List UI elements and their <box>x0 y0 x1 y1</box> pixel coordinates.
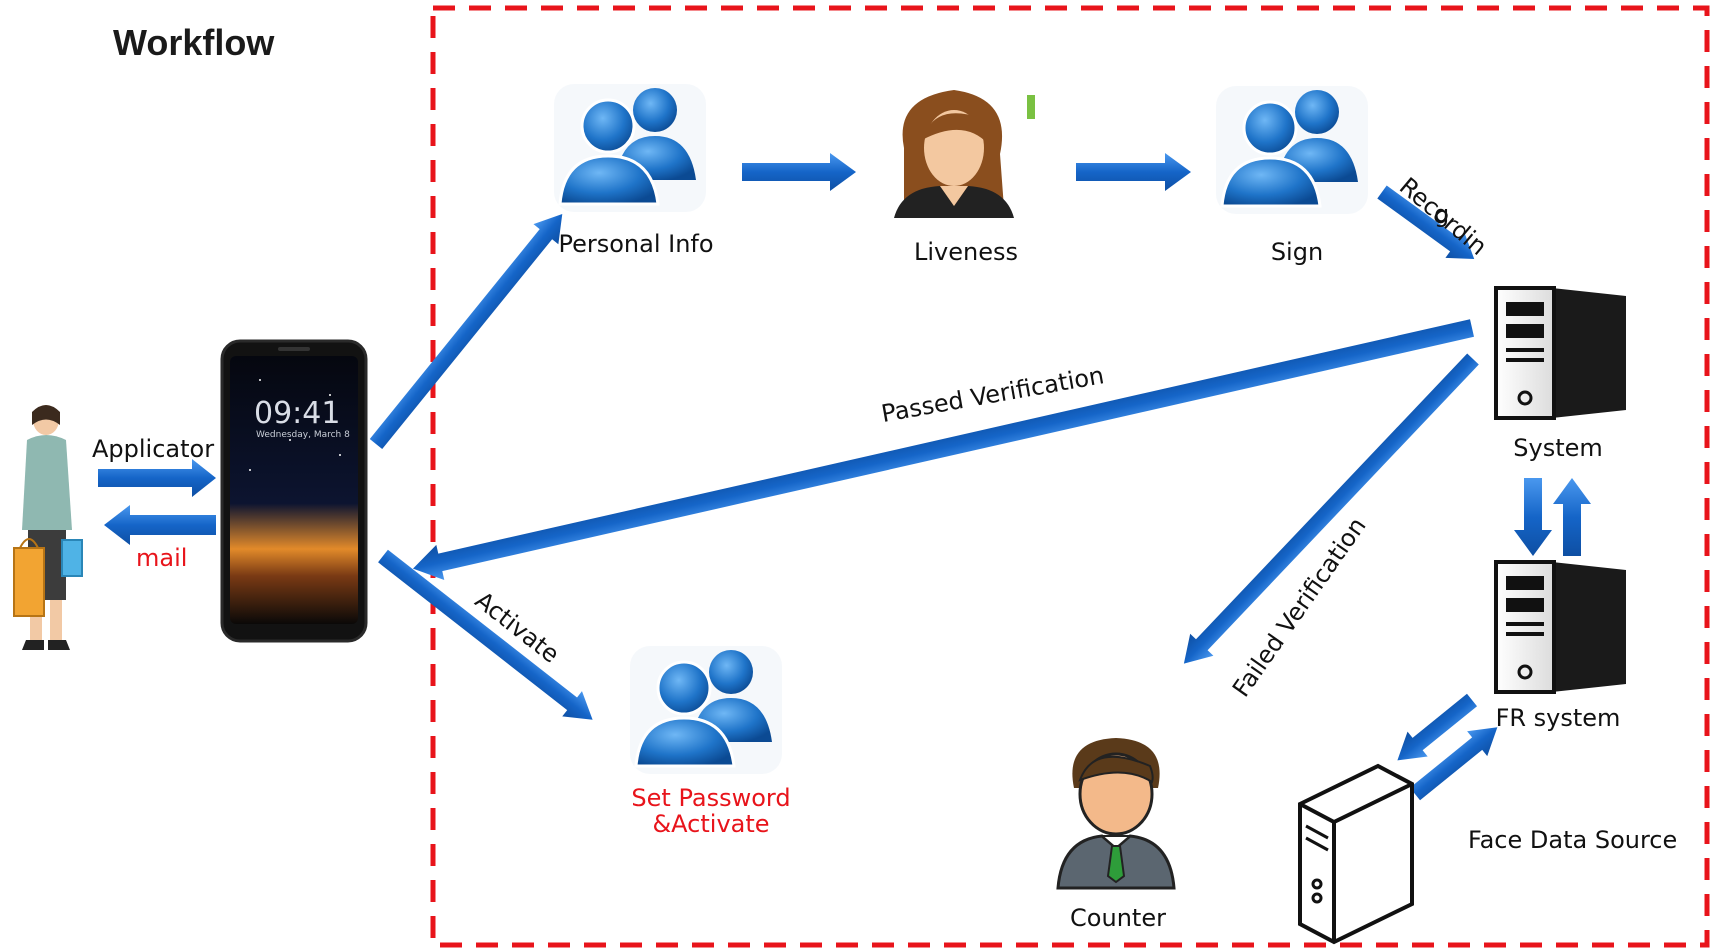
fr-system-label: FR system <box>1495 704 1621 732</box>
phone-time: 09:41 <box>254 396 341 431</box>
set-password-icon <box>630 646 782 774</box>
arrow-mail-to-applicator <box>104 505 216 545</box>
arrow-phone-to-personal-info <box>369 213 563 450</box>
personal-info-label: Personal Info <box>558 230 714 258</box>
diagram-title: Workflow <box>113 22 275 63</box>
applicator-person-icon <box>13 405 83 650</box>
system-server-icon <box>1494 286 1626 420</box>
fr-system-server-icon <box>1494 560 1626 694</box>
arrow-liveness-to-sign <box>1076 153 1191 191</box>
counter-agent-icon <box>1056 738 1176 890</box>
counter-label: Counter <box>1070 904 1166 932</box>
sign-icon <box>1216 86 1368 214</box>
sign-label: Sign <box>1270 238 1324 266</box>
phone-icon <box>220 339 368 643</box>
arrow-fr-to-system <box>1553 478 1591 556</box>
arrow-personal-to-liveness <box>742 153 856 191</box>
arrow-system-to-fr <box>1514 478 1552 556</box>
liveness-woman-icon <box>894 90 1035 218</box>
mail-label: mail <box>136 544 188 572</box>
personal-info-icon <box>554 84 706 212</box>
arrow-activate <box>378 549 593 720</box>
applicator-label: Applicator <box>92 435 215 463</box>
arrow-fr-to-face-data <box>1397 693 1478 761</box>
face-data-source-icon <box>1298 763 1414 945</box>
set-password-label-line2: &Activate <box>652 810 770 838</box>
system-label: System <box>1513 434 1603 462</box>
recording-label-line2: g <box>1434 200 1450 228</box>
arrow-face-data-to-fr <box>1409 727 1498 801</box>
arrow-failed-verification <box>1183 353 1479 664</box>
arrow-passed-verification <box>412 319 1474 580</box>
arrow-sign-to-system <box>1377 185 1475 260</box>
liveness-label: Liveness <box>914 238 1018 266</box>
set-password-label-line1: Set Password <box>631 784 791 812</box>
system-boundary <box>430 5 1710 948</box>
arrow-applicator-to-phone <box>98 459 216 497</box>
face-data-source-label: Face Data Source <box>1468 826 1678 854</box>
phone-date: Wednesday, March 8 <box>256 430 350 440</box>
